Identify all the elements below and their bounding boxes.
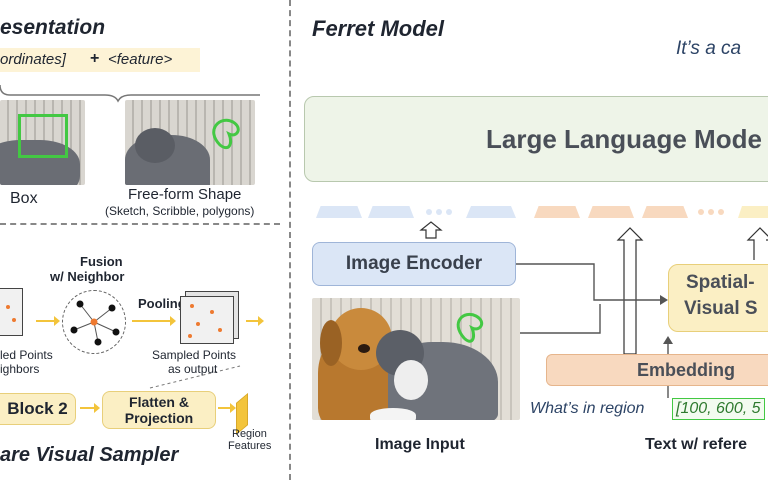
projection-label: Projection [124,410,194,426]
text-with-reference-label: Text w/ refere [645,436,747,453]
vertical-divider [289,0,291,480]
prompt-text: What’s in region [530,400,645,417]
ellipsis-dot [708,209,714,215]
region-token [738,206,768,218]
formula-feature: <feature> [108,51,173,68]
flatten-projection-box: Flatten & Projection [102,391,216,429]
text-token [642,206,688,218]
image-input-photo [312,298,520,420]
pooling-label: Pooling [138,296,186,311]
orange-point [210,310,214,314]
orange-point [12,318,16,322]
embedding-label: Embedding [637,359,735,380]
ellipsis-dot [446,209,452,215]
dog-ear [320,320,342,366]
sampled-points-left-label: led Points [0,348,53,362]
box-example-photo [0,100,85,185]
sampled-points-right-label-line2: as output [168,362,218,376]
image-encoder-box: Image Encoder [312,242,516,286]
box-label: Box [10,190,38,207]
formula-plus: + [90,50,100,67]
left-horizontal-divider [0,223,280,225]
text-token [588,206,634,218]
ellipsis-dot [698,209,704,215]
orange-point [190,304,194,308]
image-encoder-label: Image Encoder [345,253,483,274]
orange-point [188,334,192,338]
block-2-box: Block 2 [0,393,76,425]
sampled-points-cube-left [0,288,23,336]
neighbor-circle [62,290,126,354]
sampled-points-right-label: Sampled Points [152,348,237,362]
sampler-title: are Visual Sampler [0,444,179,466]
sampled-points-left-label-line2: ighbors [0,362,40,376]
llm-label: Large Language Mode [486,124,762,154]
spatial-sampler-box [668,264,768,332]
ellipsis-dot [436,209,442,215]
orange-point [218,328,222,332]
embedding-box: Embedding [546,354,768,386]
image-token [368,206,414,218]
sampled-points-cube-right [180,296,234,344]
freeform-label: Free-form Shape [128,186,242,203]
left-section-title: esentation [0,16,106,39]
cat-head [135,128,175,163]
image-input-label: Image Input [375,436,465,453]
bounding-box-icon [18,114,68,158]
llm-box [304,96,768,182]
ellipsis-dot [426,209,432,215]
prompt-coordinates: [100, 600, 5 [672,398,765,420]
orange-point [6,305,10,309]
ferret-model-title: Ferret Model [312,16,445,41]
region-features-label: Region [232,428,267,440]
fusion-label: Fusion [80,254,123,269]
visual-sampler-label: Visual S [684,298,758,319]
flatten-label: Flatten & [129,394,189,410]
spatial-label: Spatial- [686,272,755,293]
formula-coordinates: ordinates] [0,51,66,68]
cat-chest [394,360,428,400]
freeform-region-icon [456,313,484,343]
region-features-label-line2: Features [228,440,272,452]
freeform-shape-icon [212,118,240,150]
freeform-sublabel: (Sketch, Scribble, polygons) [105,204,255,218]
image-token [466,206,516,218]
fusion-label-line2: w/ Neighbor [50,269,125,284]
image-token [316,206,362,218]
model-output-text: It’s a ca [676,38,742,59]
block-2-label: Block 2 [7,399,68,418]
formula-banner [0,48,200,72]
bowl [370,408,416,420]
freeform-example-photo [125,100,255,185]
text-token [534,206,580,218]
dog-nose [358,344,370,353]
ellipsis-dot [718,209,724,215]
orange-point [196,322,200,326]
